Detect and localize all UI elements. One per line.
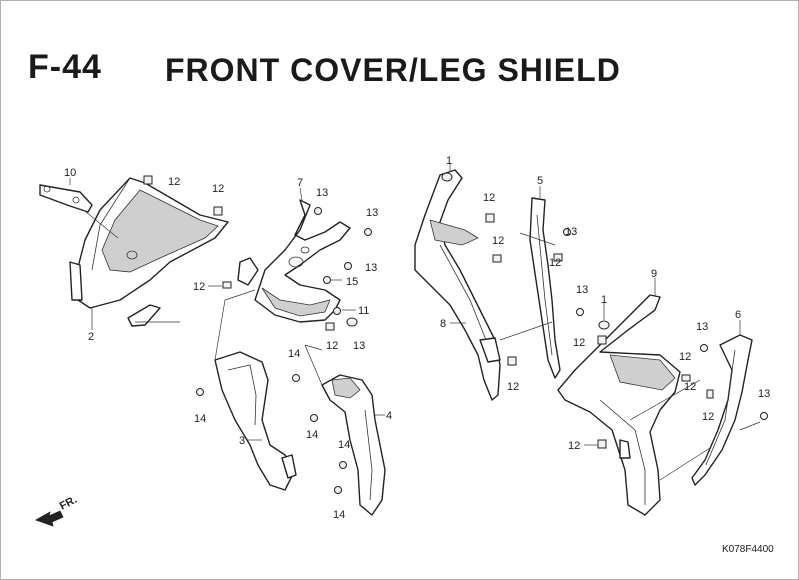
callout-label: 14 bbox=[306, 429, 318, 441]
bolt-icon[interactable] bbox=[323, 276, 331, 284]
bolt-icon[interactable] bbox=[344, 262, 352, 270]
clip-icon[interactable] bbox=[706, 389, 714, 399]
callout-label: 10 bbox=[64, 167, 76, 179]
callout-label: 12 bbox=[568, 440, 580, 452]
callout-label: 13 bbox=[316, 187, 328, 199]
callout-label: 1 bbox=[446, 155, 452, 167]
callout-label: 2 bbox=[88, 331, 94, 343]
callout-label: 13 bbox=[353, 340, 365, 352]
callout-label: 14 bbox=[333, 509, 345, 521]
callout-label: 12 bbox=[507, 381, 519, 393]
clip-icon[interactable] bbox=[213, 206, 223, 216]
bolt-icon[interactable] bbox=[314, 207, 322, 215]
clip-icon[interactable] bbox=[507, 356, 517, 366]
callout-label: 14 bbox=[194, 413, 206, 425]
bolt-icon[interactable] bbox=[760, 412, 768, 420]
callout-label: 14 bbox=[338, 439, 350, 451]
bolt-icon[interactable] bbox=[333, 307, 341, 315]
leg-shield-left-part[interactable] bbox=[214, 351, 297, 491]
callout-label: 7 bbox=[297, 177, 303, 189]
clip-icon[interactable] bbox=[597, 335, 607, 345]
callout-label: 6 bbox=[735, 309, 741, 321]
callout-label: 13 bbox=[365, 262, 377, 274]
bolt-icon[interactable] bbox=[310, 414, 318, 422]
bolt-icon[interactable] bbox=[334, 486, 342, 494]
clip-icon[interactable] bbox=[143, 175, 153, 185]
clip-icon[interactable] bbox=[553, 253, 563, 262]
bolt-icon[interactable] bbox=[196, 388, 204, 396]
hardware bbox=[143, 172, 768, 494]
callout-label: 3 bbox=[239, 435, 245, 447]
strip-panel-part[interactable] bbox=[529, 197, 561, 379]
page-title: FRONT COVER/LEG SHIELD bbox=[165, 52, 621, 88]
side-strip-part[interactable] bbox=[691, 334, 753, 486]
grommet-icon[interactable] bbox=[441, 172, 453, 182]
callout-label: 9 bbox=[651, 268, 657, 280]
clip-icon[interactable] bbox=[325, 322, 335, 331]
callout-label: 15 bbox=[346, 276, 358, 288]
callout-label: 12 bbox=[702, 411, 714, 423]
section-number: F-44 bbox=[28, 48, 102, 86]
callout-label: 12 bbox=[492, 235, 504, 247]
clip-icon[interactable] bbox=[222, 281, 232, 289]
grommet-icon[interactable] bbox=[346, 317, 358, 327]
callout-label: 5 bbox=[537, 175, 543, 187]
clip-icon[interactable] bbox=[597, 439, 607, 449]
callout-labels: 10 12 12 2 7 13 13 13 12 15 11 12 13 14 … bbox=[64, 155, 770, 521]
callout-label: 12 bbox=[573, 337, 585, 349]
clip-icon[interactable] bbox=[492, 254, 502, 263]
callout-label: 12 bbox=[684, 381, 696, 393]
bolt-icon[interactable] bbox=[563, 228, 571, 236]
callout-label: 13 bbox=[366, 207, 378, 219]
inner-cover-right-part[interactable] bbox=[321, 374, 386, 516]
callout-label: 4 bbox=[386, 410, 392, 422]
bolt-icon[interactable] bbox=[576, 308, 584, 316]
callout-label: 8 bbox=[440, 318, 446, 330]
callout-label: 13 bbox=[576, 284, 588, 296]
leader-lines bbox=[69, 163, 761, 481]
callout-label: 12 bbox=[483, 192, 495, 204]
bolt-icon[interactable] bbox=[364, 228, 372, 236]
callout-label: 12 bbox=[168, 176, 180, 188]
callout-label: 13 bbox=[696, 321, 708, 333]
callout-label: 13 bbox=[565, 226, 577, 238]
bolt-icon[interactable] bbox=[339, 461, 347, 469]
callout-label: 12 bbox=[679, 351, 691, 363]
callout-label: 12 bbox=[326, 340, 338, 352]
bolt-icon[interactable] bbox=[700, 344, 708, 352]
callout-label: 14 bbox=[288, 348, 300, 360]
callout-label: 11 bbox=[358, 305, 369, 317]
callout-label: 12 bbox=[212, 183, 224, 195]
clip-icon[interactable] bbox=[485, 213, 495, 223]
grommet-icon[interactable] bbox=[598, 320, 610, 330]
callout-label: 1 bbox=[601, 294, 607, 306]
clip-icon[interactable] bbox=[681, 374, 691, 382]
direction-label: FR. bbox=[58, 494, 79, 513]
callout-label: 13 bbox=[758, 388, 770, 400]
callout-label: 12 bbox=[549, 257, 561, 269]
front-cover-part[interactable] bbox=[69, 177, 229, 327]
bracket-part[interactable] bbox=[39, 184, 93, 213]
bolt-icon[interactable] bbox=[292, 374, 300, 382]
arrow-icon bbox=[35, 510, 64, 527]
leg-shield-right-part[interactable] bbox=[557, 294, 681, 516]
diagram-code: K078F4400 bbox=[722, 544, 774, 555]
callout-label: 12 bbox=[193, 281, 205, 293]
front-direction-arrow: FR. bbox=[35, 494, 79, 527]
inner-panel-part[interactable] bbox=[237, 199, 351, 323]
center-panel-part[interactable] bbox=[414, 169, 501, 401]
